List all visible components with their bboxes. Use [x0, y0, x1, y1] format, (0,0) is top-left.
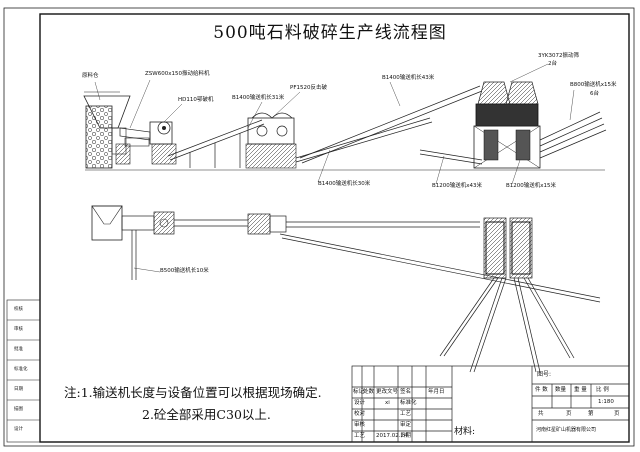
- side-label-5: 日期: [14, 387, 23, 392]
- conveyor-b800-group: [539, 111, 607, 159]
- note-line-2: 2.砼全部采用C30以上.: [142, 407, 271, 422]
- row-role-3: 审核: [354, 422, 366, 428]
- plan-impact-crusher: [247, 213, 287, 235]
- leader-lines: [94, 63, 575, 273]
- tb-header-count: 数量: [555, 387, 567, 393]
- label-conveyor-b1400-43: B1400输送机长43米: [382, 75, 435, 81]
- tb-header-qty: 件 数: [535, 387, 548, 393]
- side-label-7: 设计: [14, 427, 23, 432]
- plan-raw-bin: [91, 205, 123, 241]
- conveyor-b1400-43: [299, 85, 483, 164]
- row-date-4: 2017.02.24: [376, 433, 408, 439]
- raw-bin-structure: [83, 91, 131, 169]
- label-feeder: ZSW600x150振动给料机: [145, 71, 210, 77]
- vibrating-feeder: [119, 127, 151, 147]
- tb-sheet-page: 页: [566, 411, 572, 417]
- impact-crusher: [245, 112, 297, 169]
- rev-doc-no: 更改文号: [376, 389, 399, 395]
- side-strip: [6, 299, 41, 443]
- tb-sheet-total: 共: [538, 411, 544, 417]
- plan-radial-conveyors: [439, 277, 575, 373]
- tb-scale-value: 1:180: [598, 399, 614, 405]
- label-screen-qty: 2台: [548, 61, 557, 67]
- label-jaw-crusher: HD110鄂破机: [178, 97, 214, 103]
- material-label: 材料:: [454, 427, 476, 437]
- row-std-3: 审定: [400, 422, 412, 428]
- outer-frame: [3, 7, 635, 447]
- plan-conveyor-main: [174, 219, 248, 227]
- plan-screens: [483, 217, 533, 279]
- label-conveyor-b1400-31: B1400输送机长31米: [232, 95, 285, 101]
- jaw-crusher: [149, 121, 177, 165]
- rev-count: 处数: [363, 389, 375, 395]
- note-line-1: 注:1.输送机长度与设备位置可以根据现场确定.: [64, 385, 322, 400]
- label-conveyor-b500: B500输送机长10米: [160, 268, 209, 274]
- conveyor-b1200-43: [419, 149, 483, 165]
- label-impact-crusher: PF1520反击破: [290, 85, 327, 91]
- label-conveyor-b800-qty: 6台: [590, 91, 599, 97]
- side-label-6: 描图: [14, 407, 23, 412]
- row-role-1: 设计: [354, 400, 366, 406]
- row-sign-value: xi: [385, 400, 390, 406]
- tb-header-scale: 比 例: [596, 387, 609, 393]
- label-raw-bin: 原料仓: [82, 73, 99, 79]
- row-role-4: 工艺: [354, 433, 366, 439]
- side-label-1: 校核: [14, 307, 23, 312]
- tb-sheet-page-2: 页: [614, 411, 620, 417]
- label-conveyor-b1200-15: B1200输送机x15米: [506, 183, 557, 189]
- diagram-title: 500吨石料破碎生产线流程图: [213, 23, 447, 43]
- tb-sheet-no: 第: [588, 411, 594, 417]
- rev-date: 年月日: [428, 389, 445, 395]
- plan-feeder-crusher: [121, 211, 175, 235]
- plan-conveyor-to-screen: [279, 221, 601, 303]
- rev-sign: 签名: [400, 389, 412, 395]
- side-label-4: 标准化: [14, 367, 28, 372]
- plan-conveyor-b500: [131, 230, 137, 280]
- row-role-2: 校对: [354, 411, 366, 417]
- vibrating-screen-structure: [473, 81, 541, 169]
- row-std-4: 日期: [400, 433, 412, 439]
- side-label-3: 批准: [14, 347, 23, 352]
- label-conveyor-b1200-43: B1200输送机x43米: [432, 183, 483, 189]
- inner-frame: [39, 13, 630, 443]
- label-conveyor-b800: B800输送机x15米: [570, 82, 617, 88]
- label-screen: 3YK3072振动筛: [538, 53, 579, 59]
- company-name: 河南红星矿山机器有限公司: [536, 427, 597, 433]
- conveyor-b1400-return: [295, 117, 433, 163]
- label-conveyor-b1400-lower: B1400输送机长30米: [318, 181, 371, 187]
- rev-mark: 标记: [353, 389, 365, 395]
- side-label-2: 审核: [14, 327, 23, 332]
- title-block: [351, 365, 630, 443]
- tb-header-weight: 重 量: [574, 387, 587, 393]
- row-std-1: 标准化: [400, 400, 417, 406]
- row-std-2: 工艺: [400, 411, 412, 417]
- drawing-number-label: 图号:: [537, 371, 552, 378]
